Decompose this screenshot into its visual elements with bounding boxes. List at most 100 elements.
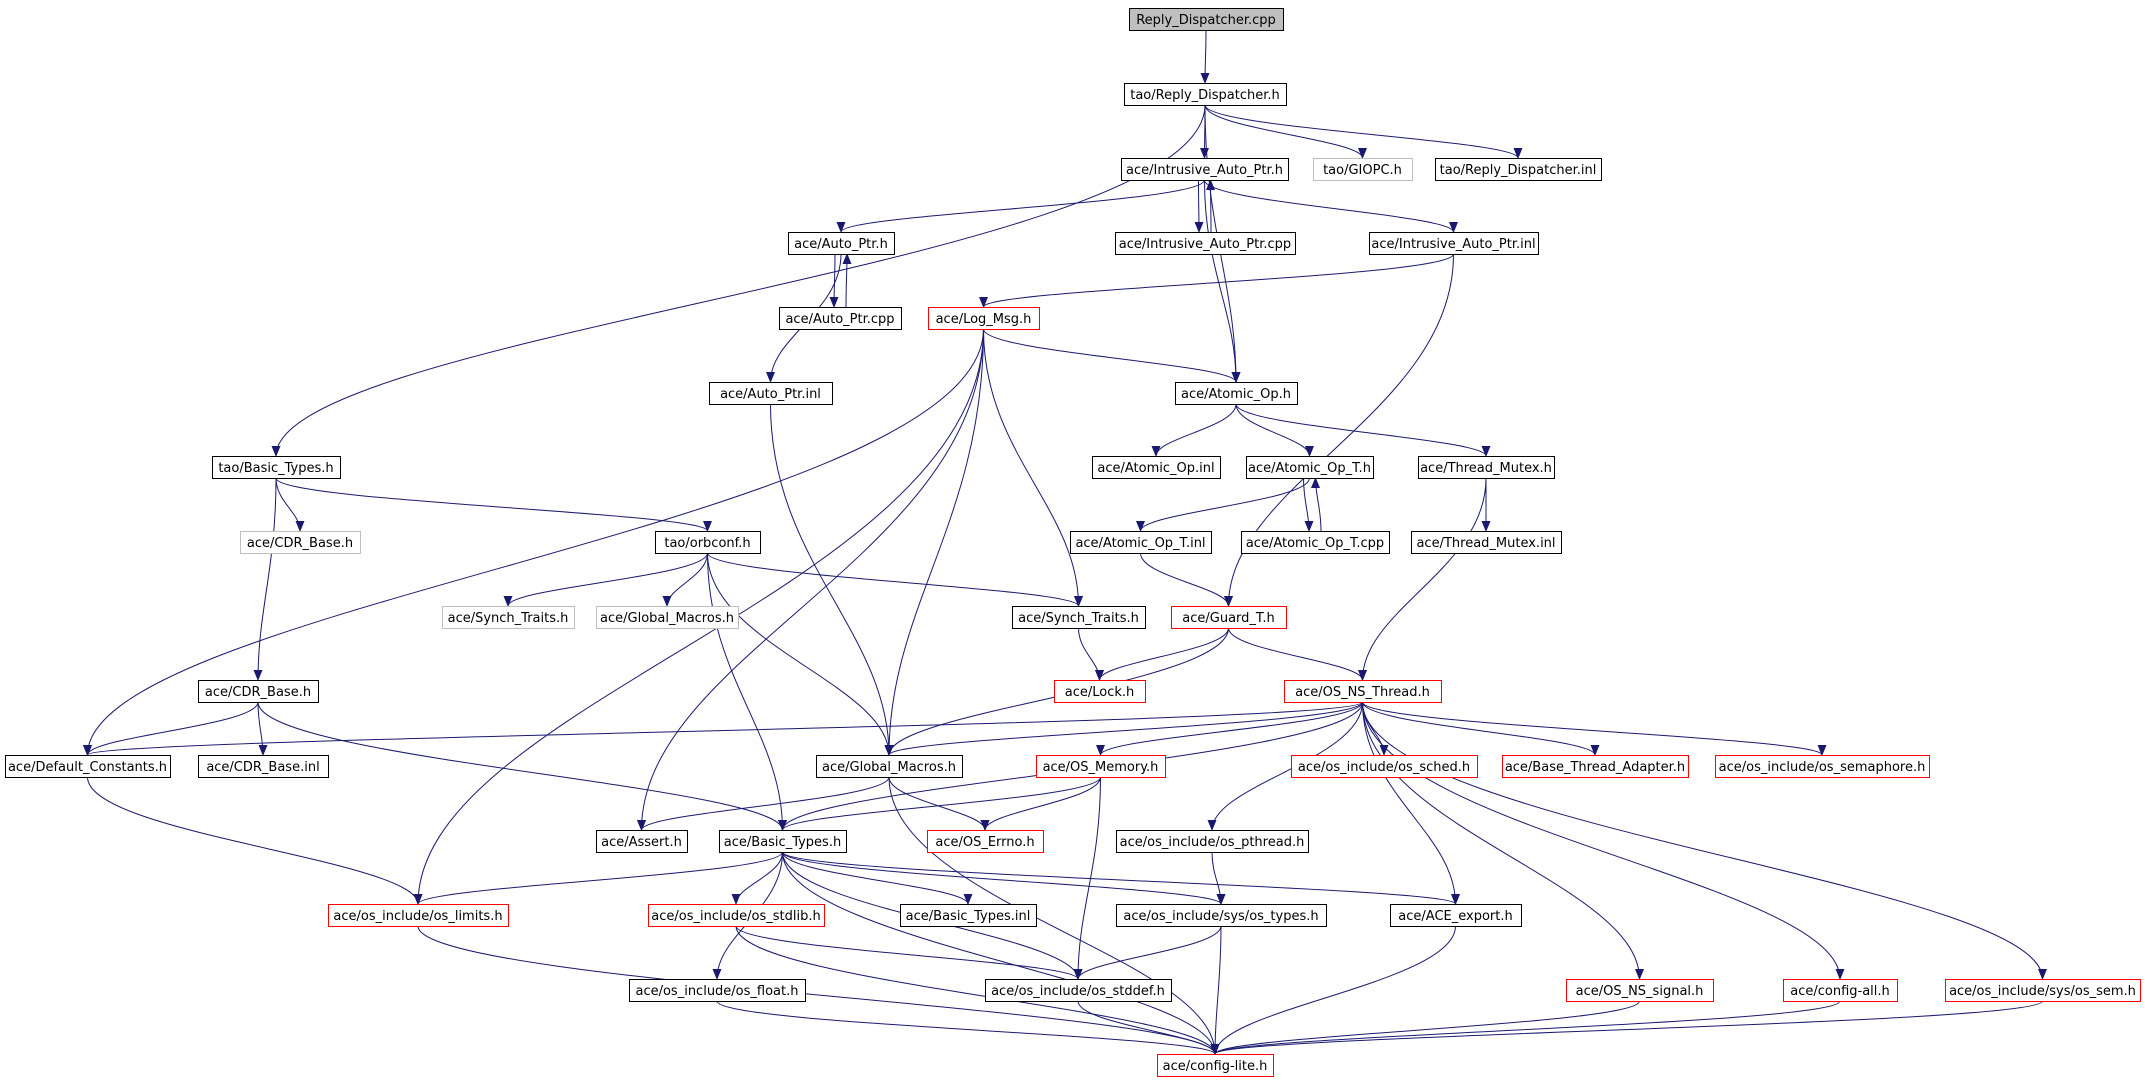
- node-label: tao/Reply_Dispatcher.h: [1130, 88, 1280, 103]
- node-box: [779, 307, 902, 330]
- node-box: [1115, 232, 1296, 255]
- edge-ace-global-macros-h-to-ace-assert-h: [637, 776, 890, 831]
- node-ace-atomic-op-t-inl[interactable]: ace/Atomic_Op_T.inl: [1070, 531, 1212, 554]
- edge-ace-cdr-base-h-to-ace-default-constants-h: [83, 701, 259, 756]
- node-ace-atomic-op-inl[interactable]: ace/Atomic_Op.inl: [1092, 456, 1221, 479]
- edge-ace-cdr-base-h-to-ace-cdr-base-inl: [257, 701, 268, 756]
- node-ace-os-include-os-semaphore-h[interactable]: ace/os_include/os_semaphore.h: [1715, 755, 1930, 778]
- node-label: Reply_Dispatcher.cpp: [1136, 13, 1276, 28]
- edge-ace-intrusive-auto-ptr-h-to-ace-atomic-op-h: [1204, 179, 1241, 383]
- node-box: [1411, 531, 1562, 554]
- node-box: [629, 979, 806, 1002]
- node-ace-auto-ptr-h[interactable]: ace/Auto_Ptr.h: [788, 232, 895, 255]
- node-ace-intrusive-auto-ptr-h[interactable]: ace/Intrusive_Auto_Ptr.h: [1121, 158, 1289, 181]
- node-label: ace/config-lite.h: [1163, 1059, 1268, 1074]
- node-label: ace/os_include/sys/os_sem.h: [1949, 984, 2136, 999]
- node-box: [1116, 830, 1309, 853]
- node-ace-guard-t-h[interactable]: ace/Guard_T.h: [1171, 606, 1287, 629]
- node-ace-os-include-os-float-h[interactable]: ace/os_include/os_float.h: [629, 979, 806, 1002]
- node-ace-os-memory-h[interactable]: ace/OS_Memory.h: [1036, 755, 1166, 778]
- edge-ace-basic-types-h-to-ace-basic-types-inl: [782, 851, 973, 905]
- edge-ace-atomic-op-t-h-to-ace-atomic-op-t-cpp: [1303, 477, 1314, 532]
- node-ace-basic-types-h[interactable]: ace/Basic_Types.h: [719, 830, 847, 853]
- node-ace-log-msg-h[interactable]: ace/Log_Msg.h: [928, 307, 1040, 330]
- edges-layer: [83, 29, 2047, 1055]
- node-box: [1241, 531, 1390, 554]
- node-ace-basic-types-inl[interactable]: ace/Basic_Types.inl: [900, 904, 1037, 927]
- node-box: [928, 307, 1040, 330]
- node-ace-assert-h[interactable]: ace/Assert.h: [596, 830, 688, 853]
- node-label: ace/Intrusive_Auto_Ptr.h: [1126, 163, 1283, 178]
- node-ace-thread-mutex-h[interactable]: ace/Thread_Mutex.h: [1418, 456, 1555, 479]
- edge-ace-atomic-op-h-to-ace-thread-mutex-h: [1235, 403, 1491, 457]
- node-label: ace/OS_Errno.h: [935, 835, 1034, 850]
- node-label: ace/Default_Constants.h: [8, 760, 167, 775]
- node-ace-lock-h[interactable]: ace/Lock.h: [1054, 680, 1146, 703]
- edge-tao-orbconf-h-to-ace-synch-traits-h: [503, 552, 708, 607]
- node-box: [1291, 755, 1478, 778]
- node-box: [1313, 158, 1413, 181]
- edge-ace-intrusive-auto-ptr-h-to-ace-intrusive-auto-ptr-inl: [1204, 179, 1458, 233]
- node-label: ace/os_include/os_float.h: [635, 984, 798, 999]
- node-ace-thread-mutex-inl[interactable]: ace/Thread_Mutex.inl: [1411, 531, 1562, 554]
- node-label: ace/Log_Msg.h: [936, 312, 1032, 327]
- node-box: [900, 904, 1037, 927]
- node-label: ace/CDR_Base.h: [247, 536, 353, 551]
- node-ace-os-include-os-sched-h[interactable]: ace/os_include/os_sched.h: [1291, 755, 1478, 778]
- node-ace-os-include-sys-os-types-h[interactable]: ace/os_include/sys/os_types.h: [1116, 904, 1327, 927]
- node-ace-os-ns-signal-h[interactable]: ace/OS_NS_signal.h: [1566, 979, 1714, 1002]
- node-label: ace/Auto_Ptr.h: [794, 237, 888, 252]
- node-box: [1129, 8, 1284, 31]
- node-ace-os-errno-h[interactable]: ace/OS_Errno.h: [927, 830, 1044, 853]
- node-ace-cdr-base-inl[interactable]: ace/CDR_Base.inl: [198, 755, 329, 778]
- node-ace-intrusive-auto-ptr-cpp[interactable]: ace/Intrusive_Auto_Ptr.cpp: [1115, 232, 1296, 255]
- node-tao-orbconf-h[interactable]: tao/orbconf.h: [655, 531, 761, 554]
- node-label: ace/Basic_Types.inl: [906, 909, 1031, 924]
- node-ace-atomic-op-t-cpp[interactable]: ace/Atomic_Op_T.cpp: [1241, 531, 1390, 554]
- node-box: [1157, 1054, 1274, 1077]
- node-box: [1284, 680, 1442, 703]
- edge-ace-os-include-sys-os-sem-h-to-ace-config-lite-h: [1210, 1000, 2043, 1055]
- node-ace-intrusive-auto-ptr-inl[interactable]: ace/Intrusive_Auto_Ptr.inl: [1369, 232, 1539, 255]
- node-ace-synch-traits-h[interactable]: ace/Synch_Traits.h: [1012, 606, 1146, 629]
- node-ace-os-include-os-limits-h[interactable]: ace/os_include/os_limits.h: [328, 904, 509, 927]
- node-label: ace/Synch_Traits.h: [1018, 611, 1139, 626]
- edge-ace-intrusive-auto-ptr-h-to-ace-auto-ptr-h: [836, 179, 1205, 233]
- node-ace-os-include-os-pthread-h[interactable]: ace/os_include/os_pthread.h: [1116, 830, 1309, 853]
- node-ace-cdr-base-h[interactable]: ace/CDR_Base.h: [198, 680, 319, 703]
- edge-tao-orbconf-h-to-ace-basic-types-h: [707, 552, 787, 831]
- node-ace-config-all-h[interactable]: ace/config-all.h: [1783, 979, 1898, 1002]
- node-ace-os-include-sys-os-sem-h[interactable]: ace/os_include/sys/os_sem.h: [1945, 979, 2141, 1002]
- node-label: ace/os_include/os_semaphore.h: [1719, 760, 1926, 775]
- node-reply-dispatcher-cpp[interactable]: Reply_Dispatcher.cpp: [1129, 8, 1284, 31]
- node-box: [719, 830, 847, 853]
- node-ace-os-include-os-stdlib-h[interactable]: ace/os_include/os_stdlib.h: [648, 904, 825, 927]
- edge-tao-basic-types-h-to-ace-cdr-base-h: [275, 477, 305, 532]
- node-label: ace/Thread_Mutex.h: [1420, 461, 1552, 476]
- node-tao-reply-dispatcher-inl[interactable]: tao/Reply_Dispatcher.inl: [1435, 158, 1602, 181]
- node-label: ace/Global_Macros.h: [600, 611, 734, 626]
- edge-ace-cdr-base-h-to-ace-basic-types-h: [257, 701, 787, 831]
- node-ace-default-constants-h[interactable]: ace/Default_Constants.h: [5, 755, 171, 778]
- node-ace-atomic-op-t-h[interactable]: ace/Atomic_Op_T.h: [1246, 456, 1374, 479]
- node-box: [1171, 606, 1287, 629]
- node-ace-ace-export-h[interactable]: ace/ACE_export.h: [1390, 904, 1522, 927]
- node-ace-base-thread-adapter-h[interactable]: ace/Base_Thread_Adapter.h: [1502, 755, 1689, 778]
- node-ace-atomic-op-h[interactable]: ace/Atomic_Op.h: [1175, 382, 1298, 405]
- node-ace-os-include-os-stddef-h[interactable]: ace/os_include/os_stddef.h: [985, 979, 1172, 1002]
- node-ace-os-ns-thread-h[interactable]: ace/OS_NS_Thread.h: [1284, 680, 1442, 703]
- nodes-layer: Reply_Dispatcher.cpp tao/Reply_Dispatcher…: [5, 8, 2141, 1077]
- edge-ace-guard-t-h-to-ace-lock-h: [1095, 627, 1229, 681]
- node-tao-basic-types-h[interactable]: tao/Basic_Types.h: [212, 456, 341, 479]
- node-ace-auto-ptr-cpp[interactable]: ace/Auto_Ptr.cpp: [779, 307, 902, 330]
- node-ace-config-lite-h[interactable]: ace/config-lite.h: [1157, 1054, 1274, 1077]
- node-tao-reply-dispatcher-h[interactable]: tao/Reply_Dispatcher.h: [1124, 83, 1287, 106]
- node-label: ace/Thread_Mutex.inl: [1416, 536, 1555, 551]
- edge-ace-os-include-sys-os-types-h-to-ace-os-include-os-stddef-h: [1073, 925, 1222, 980]
- node-ace-global-macros-h[interactable]: ace/Global_Macros.h: [816, 755, 963, 778]
- edge-ace-os-include-os-stdlib-h-to-ace-config-lite-h: [735, 925, 1220, 1055]
- node-ace-auto-ptr-inl[interactable]: ace/Auto_Ptr.inl: [709, 382, 833, 405]
- node-box: [985, 979, 1172, 1002]
- node-label: ace/Global_Macros.h: [822, 760, 956, 775]
